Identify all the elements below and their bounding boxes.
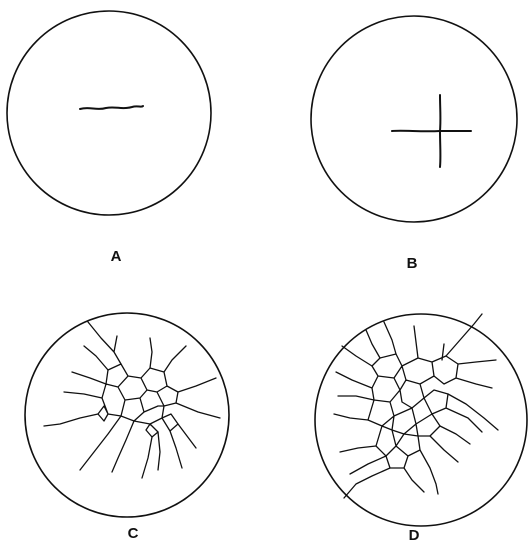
panel-c: C xyxy=(25,313,229,542)
panel-c-radial-cracks xyxy=(44,322,220,478)
panel-b-horizontal-crack xyxy=(392,131,471,132)
panel-a-label: A xyxy=(111,248,122,265)
panel-c-label: C xyxy=(128,525,139,542)
panel-b-label: B xyxy=(407,255,418,272)
panel-a-disc xyxy=(7,11,211,215)
panel-b-disc xyxy=(311,16,517,222)
panel-d-label: D xyxy=(409,527,420,544)
panel-a-crack xyxy=(80,106,143,109)
panel-b: B xyxy=(311,16,517,272)
panel-c-disc xyxy=(25,313,229,517)
panel-d: D xyxy=(315,314,527,544)
panel-c-cracks xyxy=(98,364,178,437)
panel-d-radial-cracks xyxy=(334,314,498,498)
panel-a: A xyxy=(7,11,211,265)
